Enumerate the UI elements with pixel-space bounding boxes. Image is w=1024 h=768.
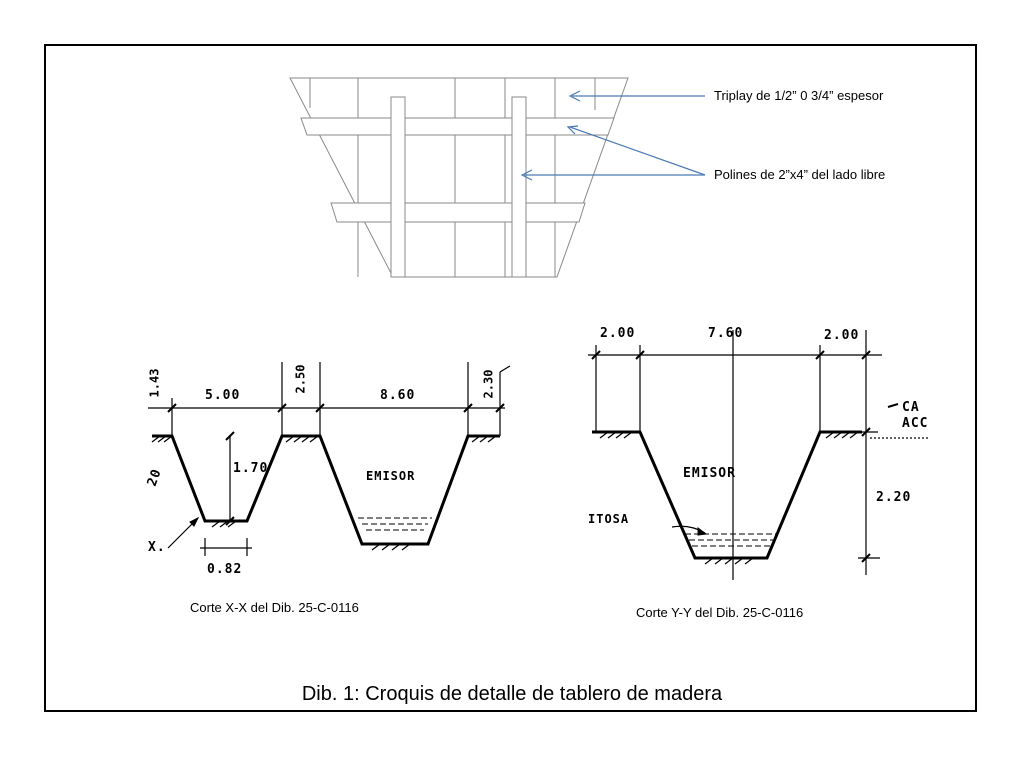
dim-1-43: 1.43: [147, 368, 162, 398]
dim-1-70: 1.70: [233, 461, 269, 476]
dim-7-60: 7.60: [708, 326, 744, 341]
dim-8-60: 8.60: [380, 388, 416, 403]
label-polines: Polines de 2”x4” del lado libre: [714, 167, 886, 182]
section-xx-drawing: [148, 362, 511, 556]
section-yy-drawing: [588, 330, 930, 580]
dim-2-30: 2.30: [481, 369, 496, 399]
dim-5-00: 5.00: [205, 388, 241, 403]
caption-section-yy: Corte Y-Y del Dib. 25-C-0116: [636, 605, 804, 620]
dim-2-00-left: 2.00: [600, 326, 636, 341]
partial-label-itosa: ITOSA: [588, 512, 630, 526]
partial-label-x: X.: [148, 540, 166, 555]
dim-0-82: 0.82: [207, 562, 243, 577]
emisor-label-xx: EMISOR: [366, 469, 416, 483]
formwork-panel: [289, 77, 629, 278]
leader-arrows: [520, 90, 706, 181]
figure-title: Dib. 1: Croquis de detalle de tablero de…: [301, 683, 723, 705]
dim-2-20: 2.20: [876, 490, 912, 505]
partial-label-acc: ACC: [902, 416, 929, 431]
dim-2-50: 2.50: [293, 364, 308, 394]
partial-label-ca: CA: [902, 400, 920, 415]
emisor-label-yy: EMISOR: [683, 466, 736, 481]
label-triplay: Triplay de 1/2” 0 3/4” espesor: [714, 88, 884, 103]
plywood-outline: [289, 77, 629, 278]
caption-section-xx: Corte X-X del Dib. 25-C-0116: [190, 600, 359, 615]
dim-2-00-right: 2.00: [824, 328, 860, 343]
figure-frame: [44, 44, 977, 712]
